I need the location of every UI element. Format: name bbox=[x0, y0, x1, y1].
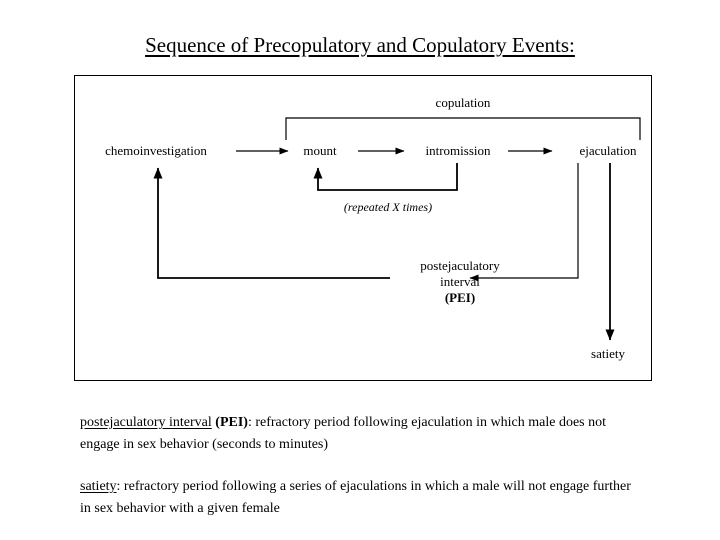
definition-satiety: satiety: refractory period following a s… bbox=[80, 476, 640, 520]
definition-satiety-body: : refractory period following a series o… bbox=[80, 479, 631, 516]
definition-pei-term: postejaculatory interval bbox=[80, 415, 212, 430]
node-ejaculation: ejaculation bbox=[579, 143, 637, 158]
page-title: Sequence of Precopulatory and Copulatory… bbox=[145, 33, 575, 57]
pei-line-3: (PEI) bbox=[444, 290, 476, 305]
node-copulation: copulation bbox=[435, 95, 491, 110]
node-mount: mount bbox=[303, 143, 337, 158]
node-postejaculatory-interval: postejaculatory interval (PEI) bbox=[390, 258, 530, 306]
node-intromission: intromission bbox=[425, 143, 491, 158]
pei-line-2: interval bbox=[440, 274, 480, 289]
definition-pei: postejaculatory interval (PEI): refracto… bbox=[80, 412, 640, 456]
node-chemoinvestigation: chemoinvestigation bbox=[105, 143, 207, 158]
definition-satiety-term: satiety bbox=[80, 479, 117, 494]
repeat-loop-arrow bbox=[313, 163, 458, 191]
node-repeated-x-times: (repeated X times) bbox=[343, 200, 433, 214]
arrow-pei-to-chemoinvestigation bbox=[153, 167, 390, 279]
pei-line-1: postejaculatory bbox=[420, 258, 500, 273]
definition-pei-body: : refractory period following ejaculatio… bbox=[80, 415, 607, 452]
copulation-bracket bbox=[285, 117, 641, 140]
node-satiety: satiety bbox=[591, 346, 625, 361]
arrow-ejaculation-to-pei bbox=[469, 163, 579, 282]
diagram-connectors bbox=[153, 117, 641, 341]
definition-pei-abbrev: (PEI) bbox=[211, 415, 248, 430]
diagram-border-box bbox=[74, 75, 652, 381]
